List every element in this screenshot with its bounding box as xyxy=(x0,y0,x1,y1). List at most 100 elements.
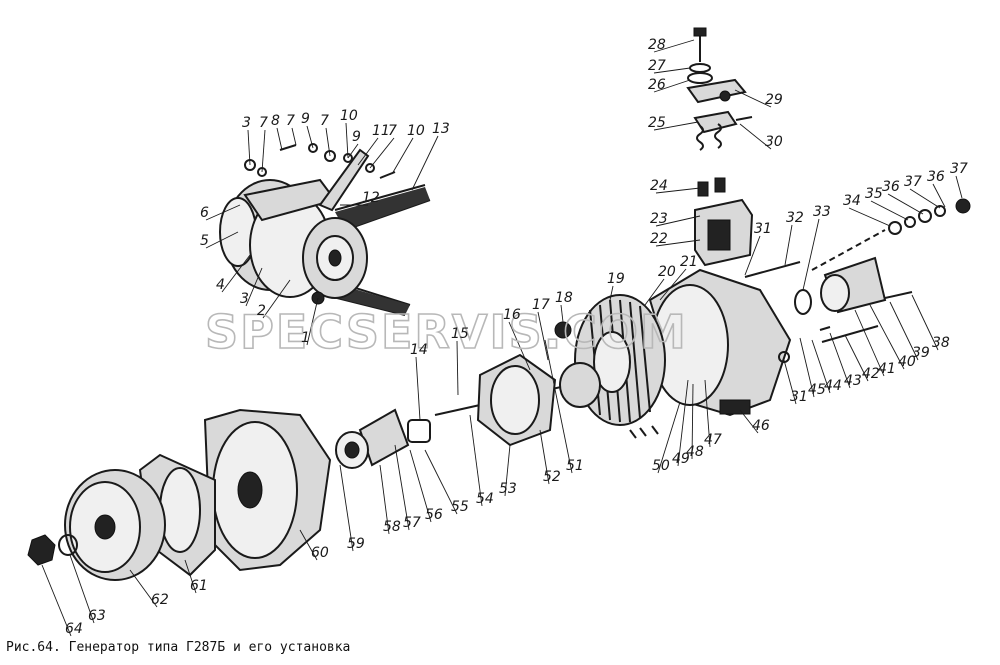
leader-line-61 xyxy=(184,559,197,594)
part-number-label-64: 64 xyxy=(65,621,83,637)
leader-line-50 xyxy=(657,401,681,474)
part-number-label-51: 51 xyxy=(566,458,584,474)
leader-line-24 xyxy=(655,187,701,194)
part-number-label-8: 8 xyxy=(271,113,280,129)
part-number-label-37b: 37 xyxy=(950,161,968,177)
part-number-label-17: 17 xyxy=(532,297,550,313)
part-number-label-52: 52 xyxy=(543,469,561,485)
leader-line-28 xyxy=(653,39,695,53)
part-number-label-36a: 36 xyxy=(882,179,900,195)
part-number-label-26: 26 xyxy=(648,77,666,93)
part-number-label-5: 5 xyxy=(200,233,209,249)
leader-line-38 xyxy=(911,294,939,351)
leader-line-26 xyxy=(653,79,691,93)
leader-line-46 xyxy=(739,409,759,434)
part-number-label-57: 57 xyxy=(403,515,421,531)
leader-line-2 xyxy=(262,279,291,319)
leader-lines xyxy=(41,39,963,637)
part-number-label-13: 13 xyxy=(432,121,450,137)
leader-line-4 xyxy=(221,254,251,293)
leader-line-7a xyxy=(261,129,266,173)
leader-line-9a xyxy=(306,125,314,149)
part-number-label-34: 34 xyxy=(843,193,861,209)
part-number-label-6: 6 xyxy=(200,205,209,221)
part-number-label-56: 56 xyxy=(425,507,443,523)
leader-line-63 xyxy=(69,554,95,624)
leader-line-37a xyxy=(909,188,941,209)
leader-line-36a xyxy=(887,193,924,215)
leader-line-64 xyxy=(41,564,72,637)
leader-line-58 xyxy=(379,464,390,535)
part-number-label-7d: 7 xyxy=(388,123,397,139)
part-number-label-33: 33 xyxy=(813,204,831,220)
leader-line-35 xyxy=(870,200,909,221)
leader-line-54 xyxy=(469,414,483,507)
part-number-label-10a: 10 xyxy=(340,108,358,124)
part-number-label-61: 61 xyxy=(190,578,208,594)
part-number-label-49: 49 xyxy=(672,451,690,467)
leader-line-8 xyxy=(276,127,283,151)
leader-line-31a xyxy=(744,235,761,276)
part-number-label-2: 2 xyxy=(257,303,266,319)
part-number-label-12: 12 xyxy=(362,190,380,206)
leader-line-59 xyxy=(339,464,354,552)
leader-line-11 xyxy=(357,137,379,166)
leader-line-33 xyxy=(802,218,820,291)
part-number-label-10b: 10 xyxy=(407,123,425,139)
leader-line-43 xyxy=(829,332,851,389)
part-number-label-20: 20 xyxy=(658,264,676,280)
part-number-label-53: 53 xyxy=(499,481,517,497)
part-number-label-55: 55 xyxy=(451,499,469,515)
part-number-label-46: 46 xyxy=(752,418,770,434)
part-number-label-36b: 36 xyxy=(927,169,945,185)
figure-caption: Рис.64. Генератор типа Г287Б и его устан… xyxy=(6,640,351,655)
leader-line-30 xyxy=(739,123,772,150)
leader-line-37b xyxy=(955,175,963,199)
leader-line-31b xyxy=(783,359,797,405)
leader-line-51 xyxy=(544,339,573,474)
leader-line-10b xyxy=(391,137,414,175)
brush-holder-assembly xyxy=(686,27,754,267)
leader-line-55 xyxy=(424,449,458,515)
part-number-label-31b: 31 xyxy=(790,389,808,405)
leader-line-60 xyxy=(299,529,318,561)
leader-line-21 xyxy=(659,268,687,301)
leader-line-7c xyxy=(325,127,331,157)
part-number-label-21: 21 xyxy=(680,254,698,270)
leader-line-7d xyxy=(369,137,395,169)
leader-line-44 xyxy=(811,339,831,394)
leader-line-17 xyxy=(537,311,549,361)
part-number-label-30: 30 xyxy=(765,134,783,150)
part-number-label-11: 11 xyxy=(372,123,390,139)
leader-line-10a xyxy=(345,122,349,159)
part-number-label-22: 22 xyxy=(650,231,668,247)
leader-line-20 xyxy=(644,278,665,306)
generator-installation-view xyxy=(219,143,431,316)
part-number-label-48: 48 xyxy=(686,444,704,460)
leader-line-23 xyxy=(655,215,701,227)
leader-line-22 xyxy=(655,239,701,247)
part-number-label-3a: 3 xyxy=(242,115,251,131)
part-number-label-54: 54 xyxy=(476,491,494,507)
part-number-label-40: 40 xyxy=(898,354,916,370)
leader-line-52 xyxy=(539,429,550,485)
watermark-text: SPECSERVIS.COM xyxy=(205,305,688,359)
leader-line-29 xyxy=(734,89,772,108)
leader-line-48 xyxy=(691,383,694,460)
part-number-label-42: 42 xyxy=(862,366,880,382)
leader-line-49 xyxy=(677,379,689,467)
part-number-label-32: 32 xyxy=(786,210,804,226)
part-number-label-31a: 31 xyxy=(754,221,772,237)
leader-line-39 xyxy=(889,301,919,361)
part-number-label-59: 59 xyxy=(347,536,365,552)
part-number-label-29: 29 xyxy=(765,92,783,108)
leader-line-56 xyxy=(409,449,432,523)
leader-line-1 xyxy=(306,297,319,346)
part-number-label-37a: 37 xyxy=(904,174,922,190)
leader-line-6 xyxy=(205,204,241,221)
part-number-label-44: 44 xyxy=(824,378,842,394)
part-number-label-60: 60 xyxy=(311,545,329,561)
leader-line-27 xyxy=(653,67,691,74)
